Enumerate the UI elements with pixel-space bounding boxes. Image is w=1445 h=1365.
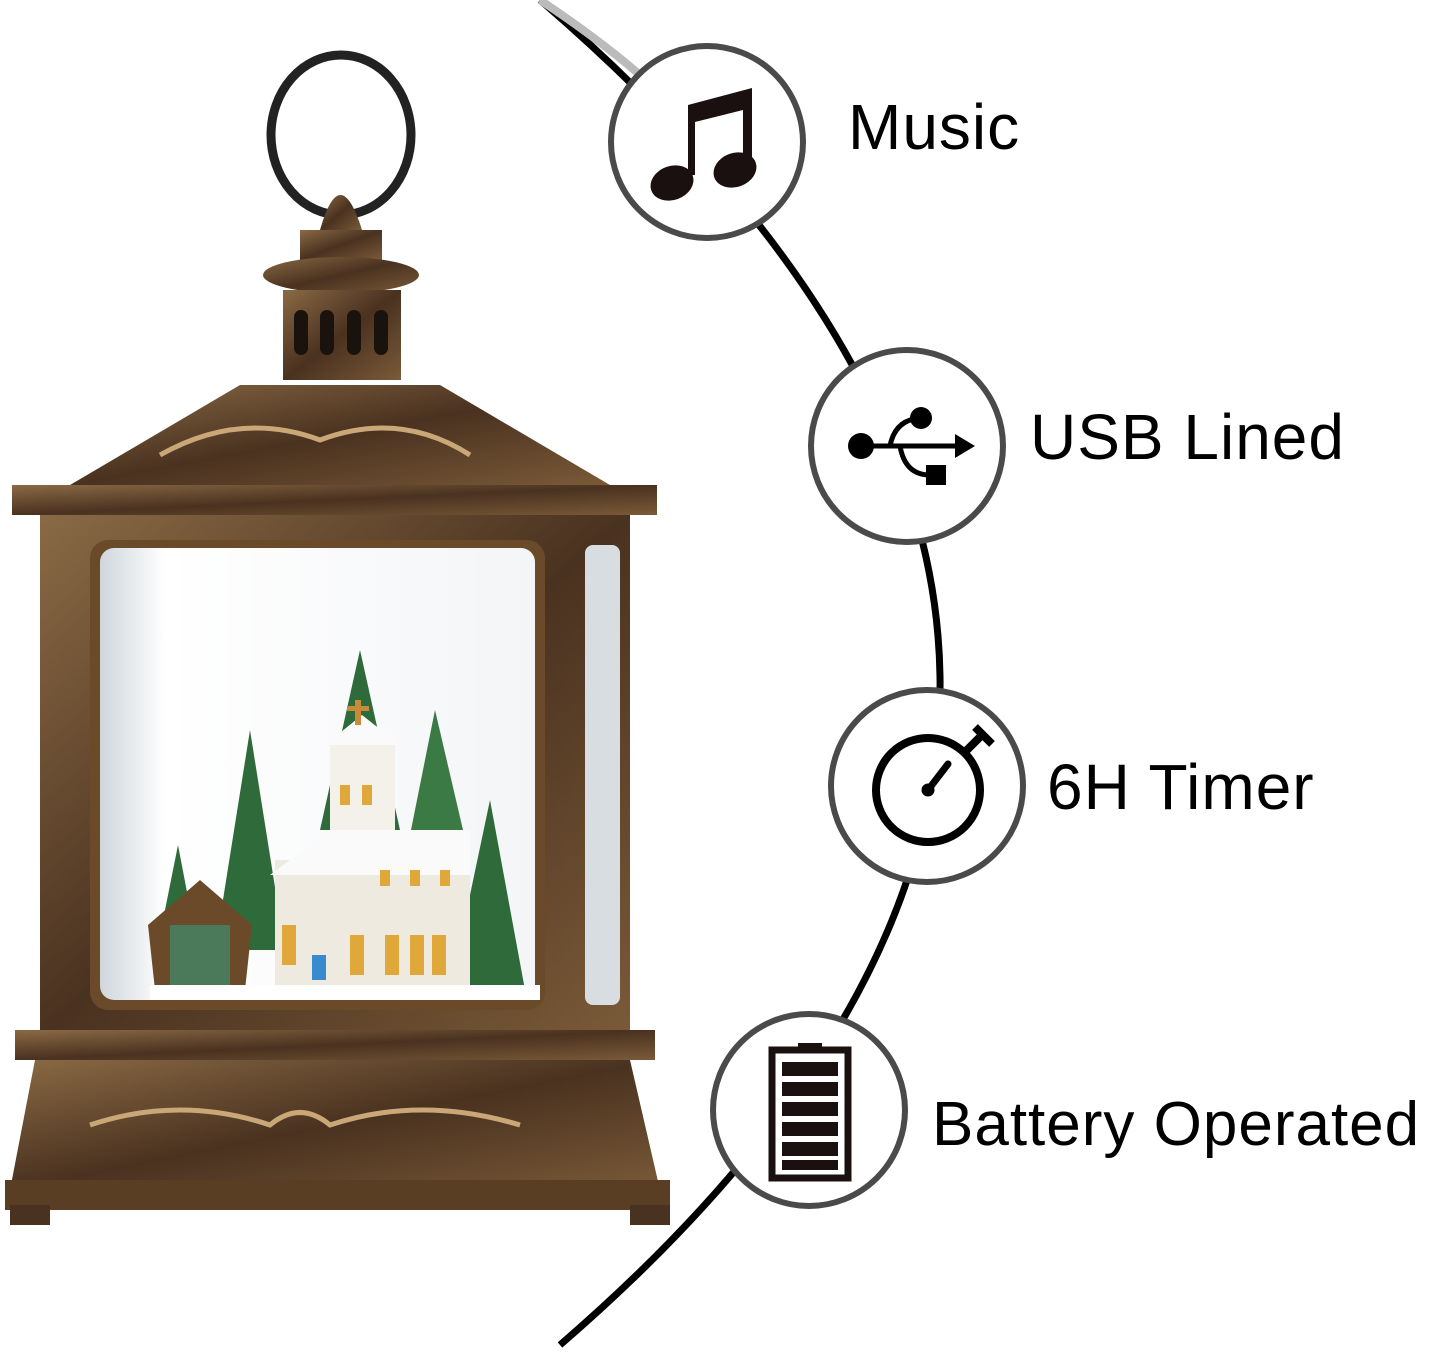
- feature-music-badge: [608, 43, 806, 241]
- stopwatch-icon: [872, 724, 995, 846]
- lantern-image: [5, 50, 670, 1225]
- village-scene: [148, 650, 540, 1000]
- feature-label-battery: Battery Operated: [932, 1090, 1421, 1159]
- feature-timer-badge: [828, 687, 1026, 885]
- usb-icon: [848, 407, 975, 485]
- connector-arc-fade-top: [537, 0, 643, 79]
- feature-label-usb: USB Lined: [1030, 401, 1345, 473]
- feature-usb-badge: [808, 347, 1006, 545]
- music-note-icon: [650, 88, 757, 201]
- feature-label-music: Music: [848, 91, 1021, 163]
- battery-icon: [768, 1043, 852, 1182]
- feature-label-timer: 6H Timer: [1047, 751, 1315, 823]
- feature-battery-badge: [710, 1011, 908, 1209]
